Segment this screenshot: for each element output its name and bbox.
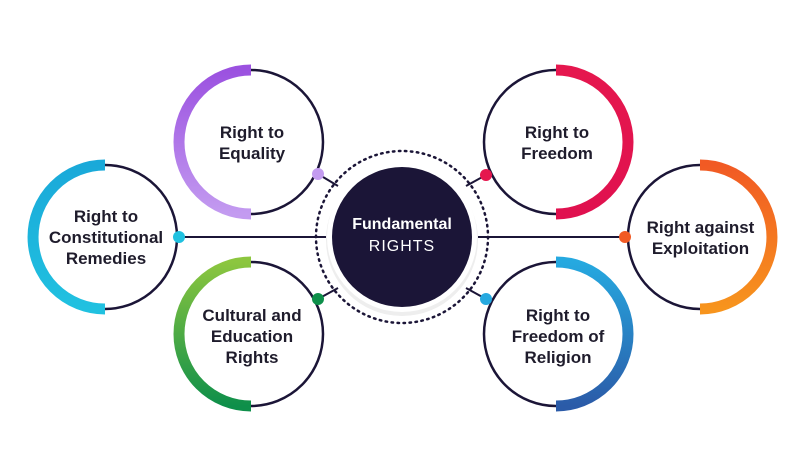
ring-arc-freedom: [555, 64, 634, 220]
connector-dot-cultural-education: [312, 293, 324, 305]
ring-arc-freedom-religion: [555, 256, 634, 412]
ring-arc-equality: [173, 64, 252, 220]
center-title: Fundamental: [352, 216, 452, 233]
right-against-exploitation-label: Right against Exploitation: [646, 217, 755, 258]
ring-arc-exploitation: [699, 159, 778, 315]
right-constitutional-remedies-label: Right to Constitutional Remedies: [48, 207, 164, 268]
connector-dot-exploitation: [619, 231, 631, 243]
ring-arc-cultural-education: [173, 256, 252, 412]
center-subtitle: RIGHTS: [368, 238, 436, 255]
cultural-education-rights-label: Cultural and Education Rights: [202, 306, 302, 367]
connector-dot-freedom-religion: [480, 293, 492, 305]
connector-dot-freedom: [480, 169, 492, 181]
right-freedom-label: Right to Freedom: [521, 122, 593, 163]
ring-arc-constitutional-remedies: [27, 159, 106, 315]
center-label: Fundamental RIGHTS: [330, 196, 474, 276]
center-circle: [332, 167, 472, 307]
right-equality-label: Right to Equality: [218, 122, 286, 163]
right-freedom-religion-label: Right to Freedom of Religion: [511, 306, 605, 367]
connector-dot-equality: [312, 168, 324, 180]
center-dotted-ring: [314, 149, 490, 325]
connector-dot-constitutional-remedies: [173, 231, 185, 243]
